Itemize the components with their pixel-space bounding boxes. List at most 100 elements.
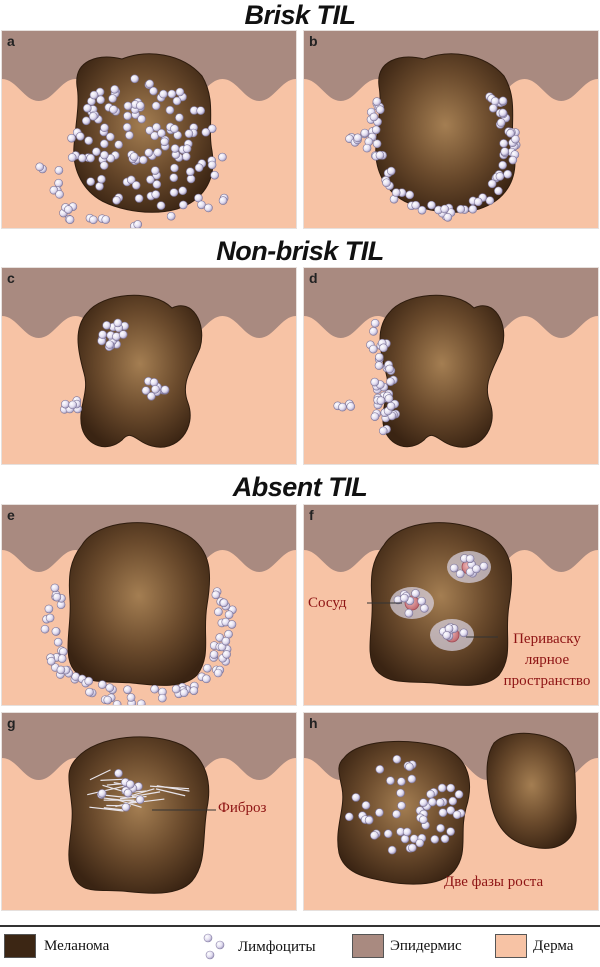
lymphocyte-cell [375,765,385,774]
panel-h-illustration [304,713,598,885]
panel-h: h Две фазы роста [304,713,598,910]
lymphocyte-cell [152,122,161,132]
lymphocyte-cell [81,116,91,126]
panel-letter-a: a [7,33,15,49]
lymphocyte-cell [419,798,428,807]
lymphocyte-cell [386,166,396,176]
lymphocyte-cell [138,155,148,165]
lymphocyte-cell [417,596,426,606]
lymphocyte-cell [167,89,177,99]
lymphocyte-cell [361,801,371,810]
lymphocyte-cell [370,831,379,840]
melanoma-tumor [68,736,210,894]
lymphocyte-cell [83,103,92,113]
title-absent-til: Absent TIL [232,472,368,502]
lymphocyte-cell [145,79,154,89]
lymphocyte-cell [89,215,98,225]
panel-e: e [2,505,296,705]
lymphocyte-cell [210,170,219,180]
lymphocyte-cell [129,152,139,161]
lymphocyte-cell [218,196,228,205]
lymphocyte-cell [437,783,447,793]
lymphocyte-cell [396,788,405,798]
fibrosis-strand [87,785,127,796]
lymphocyte-cell [112,700,122,705]
lymphocyte-cell [54,166,64,175]
lymphocyte-cell [438,808,448,817]
lymphocyte-cell [123,111,132,121]
lymphocyte-cell [170,124,179,134]
label-vessel: Сосуд [308,595,347,611]
lymphocyte-cell [75,132,85,141]
lymphocyte-cell [511,134,520,144]
lymphocyte-cell [376,396,386,405]
lymphocyte-cell [98,330,107,339]
melanoma-tumor [379,294,505,448]
panel-f: f Сосуд Периваску лярное пространство [304,505,598,705]
lymphocyte-cell [105,683,115,693]
epidermis-swatch [352,934,384,958]
lymphocyte-cell [375,105,385,115]
lymphocyte-cell [370,318,380,328]
lymphocyte-cell [382,178,391,188]
lymphocyte-cell [391,188,401,197]
lymphocyte-cell [123,101,133,111]
lymphocyte-cell [160,137,169,147]
lymphocyte-cell [175,113,184,122]
lymphocyte-cell [508,155,518,165]
lymphocyte-cell [85,687,94,697]
lymphocyte-cell [408,843,417,853]
lymphocyte-cell [146,175,155,184]
lymphocyte-cell [126,693,136,702]
lymphocyte-cell [172,96,182,106]
lymphocyte-cell [126,175,136,185]
fibrosis-strand [155,788,186,797]
lymphocyte-cell [201,127,211,137]
panel-c: c [2,268,296,464]
melanoma-tumor [486,732,577,849]
lymphocyte-cell [178,186,187,196]
lymphocyte-cell [137,114,146,124]
lymphocyte-cell [364,815,374,825]
lymphocyte-cell [186,174,196,184]
title-nonbrisk-til: Non-brisk TIL [216,236,384,266]
lymphocyte-cell [383,829,393,839]
lymphocyte-cell [485,196,495,205]
lymphocyte-cell [369,327,378,336]
lymphocyte-cell [99,161,109,170]
lymphocyte-cell [151,101,161,111]
fibrosis-strand [89,806,124,812]
lymphocyte-cell [442,631,452,640]
label-two-phases: Две фазы роста [444,874,544,890]
lymphocyte-cell [436,823,445,833]
lymphocyte-cell [166,211,176,221]
legend-label-epidermis: Эпидермис [390,937,462,954]
lymphocyte-cell [56,665,66,675]
panel-b-illustration [304,31,598,222]
lymphocyte-cell [97,789,107,798]
lymphocyte-cell [123,685,132,694]
label-perivascular-1: Периваску [513,631,581,647]
lymphocyte-cell [35,162,45,172]
lymphocyte-cell [419,815,428,824]
panel-g-illustration [2,713,296,894]
lymphocyte-cell [92,147,101,156]
lymphocyte-cell [371,125,381,135]
lymphocyte-cell [86,177,95,186]
lymphocyte-cell [67,153,77,162]
legend-divider [0,925,600,927]
lymphocyte-cell [487,179,497,189]
lymphocyte-cell [135,795,145,805]
panel-letter-b: b [309,33,318,49]
dermis-swatch [495,934,527,958]
lymphocyte-cell [131,180,141,190]
lymphocyte-cell [415,838,425,848]
panel-letter-d: d [309,270,318,286]
lymphocyte-cell [203,663,212,673]
lymphocyte-cell [392,754,402,764]
fibrosis-strand [128,788,155,797]
lymphocyte-cell [156,201,166,210]
lymphocyte-cell [446,783,456,793]
lymphocyte-cell [61,399,70,409]
panel-e-illustration [2,505,296,705]
